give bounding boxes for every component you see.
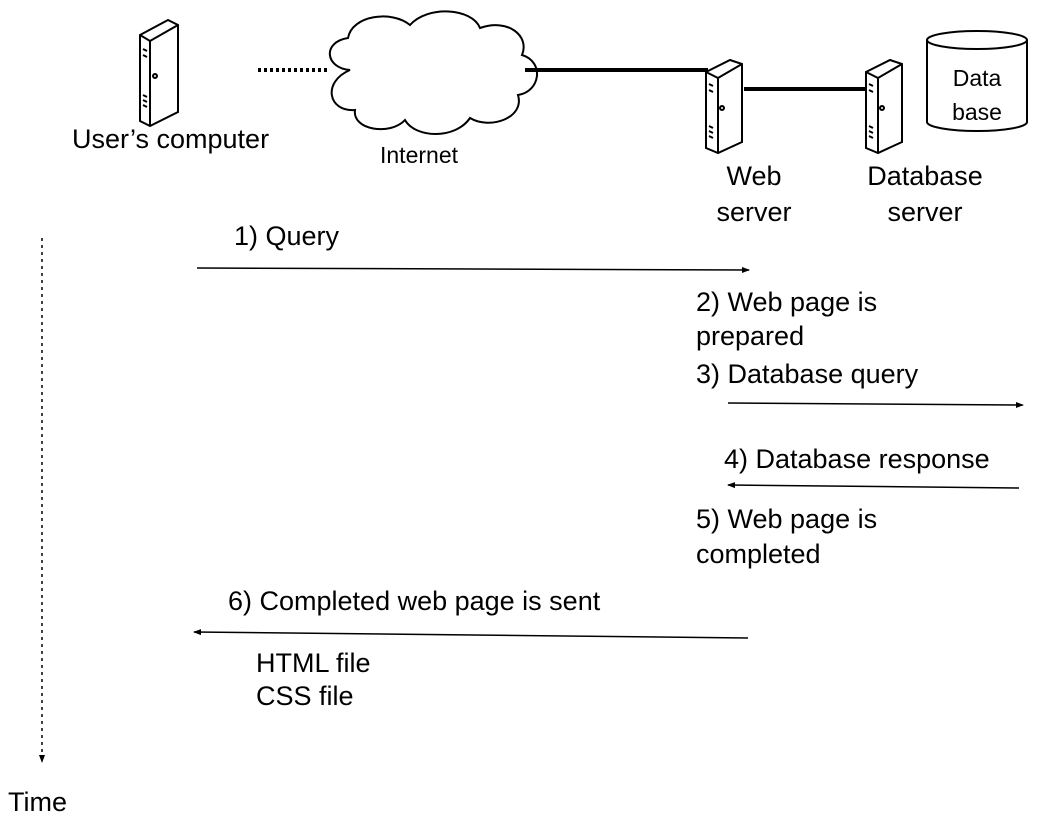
database-label-line1: Data — [953, 65, 1002, 91]
database-cylinder-icon — [926, 30, 1028, 132]
step-6-label: 6) Completed web page is sent — [228, 586, 601, 616]
step-6-file-css: CSS file — [256, 681, 354, 711]
step-3-arrow — [727, 401, 1024, 408]
step-5-label-line1: 5) Web page is — [696, 504, 877, 534]
internet-cloud-icon — [328, 10, 539, 135]
database-server-icon — [865, 58, 903, 155]
web-server-label-line1: Web — [726, 161, 781, 191]
database-server-label-line2: server — [887, 197, 962, 227]
user-computer-label: User’s computer — [72, 124, 269, 154]
step-4-label: 4) Database response — [724, 444, 990, 474]
step-6-file-html: HTML file — [256, 648, 371, 678]
time-axis-label: Time — [8, 787, 67, 817]
step-5-label-line2: completed — [696, 539, 821, 569]
step-4-arrow — [727, 482, 1020, 489]
web-server-icon — [705, 58, 743, 155]
web-server-label-line2: server — [716, 197, 791, 227]
database-server-label-line1: Database — [867, 161, 983, 191]
step-1-label: 1) Query — [234, 221, 340, 251]
step-2-label-line2: prepared — [696, 321, 804, 351]
internet-label: Internet — [380, 142, 459, 168]
step-6-arrow — [193, 629, 749, 639]
step-3-label: 3) Database query — [696, 359, 919, 389]
user-computer-icon — [139, 18, 179, 128]
step-1-arrow — [196, 266, 750, 273]
database-label-line2: base — [952, 99, 1002, 125]
step-2-label-line1: 2) Web page is — [696, 287, 877, 317]
